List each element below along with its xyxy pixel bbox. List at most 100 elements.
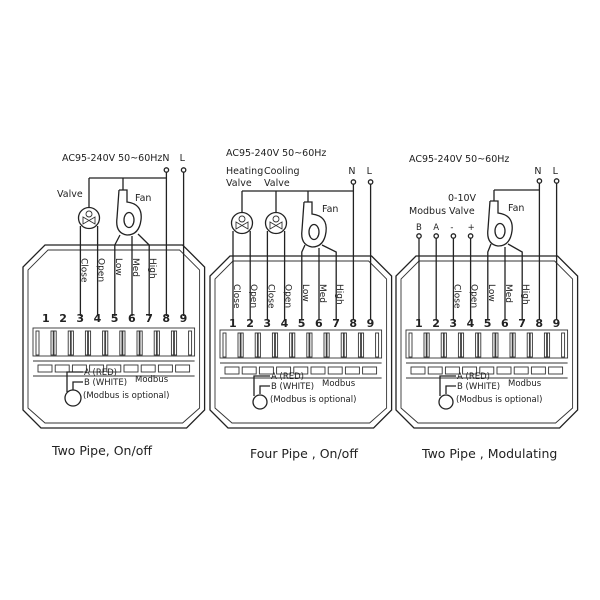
terminal-number: 7 (145, 312, 153, 325)
terminal-post (342, 332, 347, 358)
neutral-label: N (534, 166, 541, 177)
terminal-4: 4 (87, 312, 107, 373)
heating-valve-label: Heating (226, 166, 263, 177)
terminal-post (67, 330, 72, 356)
terminal-number: 5 (298, 317, 306, 330)
terminal-number: 1 (415, 317, 423, 330)
terminal-number: 4 (467, 317, 475, 330)
terminal-number: 4 (94, 312, 102, 325)
signal-terminal (433, 233, 440, 239)
terminal-1: 1 (35, 312, 55, 373)
terminal-label-med: Med (130, 258, 140, 277)
terminal-slot (157, 364, 173, 373)
terminal-label-open: Open (283, 284, 293, 308)
fan-label: Fan (135, 193, 151, 204)
modbus-title: Modbus (135, 375, 169, 385)
live-label: L (553, 166, 559, 177)
terminal-number: 3 (263, 317, 271, 330)
modbus-b-label: B (WHITE) (84, 378, 127, 388)
valve-signal-label: 0-10V (448, 193, 477, 204)
terminal-post (153, 330, 158, 356)
terminal-post (274, 332, 279, 358)
terminal-post (509, 332, 514, 358)
terminal-label-low: Low (486, 284, 496, 302)
terminal-label-open: Open (248, 284, 258, 308)
terminal-6: 6 (121, 312, 141, 373)
terminal-slot (258, 366, 274, 375)
fan-icon (116, 178, 142, 236)
terminal-slot (513, 366, 529, 375)
live-label: L (180, 153, 186, 164)
fan-hub (123, 211, 135, 229)
fan-hub (308, 223, 320, 241)
terminal-number: 3 (449, 317, 457, 330)
terminal-slot (327, 366, 343, 375)
modbus-b-label: B (WHITE) (457, 382, 500, 392)
terminal-post (360, 332, 365, 358)
signal-terminal (416, 233, 422, 239)
terminal-post (425, 332, 430, 358)
valve-actuator (85, 210, 93, 218)
terminal-number: 8 (349, 317, 357, 330)
wire-high (137, 233, 150, 316)
terminal-number: 6 (128, 312, 136, 325)
modbus-wire-b (72, 381, 83, 390)
fan-volute (487, 200, 513, 247)
terminal-post (119, 330, 124, 356)
modbus-note: (Modbus is optional) (270, 395, 356, 405)
terminal-post (546, 332, 551, 358)
terminal-number: 3 (76, 312, 84, 325)
live-terminal (367, 179, 374, 185)
fan-label: Fan (322, 204, 338, 215)
terminal-label-low: Low (113, 258, 123, 276)
wire-high (321, 244, 337, 320)
thermostat-housing (395, 255, 579, 429)
terminal-post (239, 332, 244, 358)
terminal-post (69, 330, 74, 356)
fan-volute (301, 201, 327, 248)
terminal-1: 1 (408, 317, 428, 375)
terminal-number: 5 (484, 317, 492, 330)
modbus-wire-a (439, 375, 456, 396)
terminal-post (289, 332, 294, 358)
terminal-post (222, 332, 227, 358)
terminal-slot (362, 366, 378, 375)
neutral-terminal (536, 178, 543, 184)
terminal-post (291, 332, 296, 358)
terminal-slot (310, 366, 326, 375)
caption: Four Pipe , On/off (250, 446, 358, 461)
terminal-slot (479, 366, 495, 375)
terminal-post (271, 332, 276, 358)
valve-body (77, 206, 101, 230)
terminal-3: 3 (442, 317, 462, 375)
terminal-post (35, 330, 40, 356)
valve-body (230, 211, 254, 235)
terminal-slot (293, 366, 309, 375)
terminal-5: 5 (104, 312, 124, 373)
terminal-8: 8 (342, 317, 362, 375)
live-label: L (367, 166, 373, 177)
modbus-b-label: B (WHITE) (271, 382, 314, 392)
terminal-slot (427, 366, 443, 375)
housing-inner-edge (27, 249, 201, 424)
terminal-label-open: Open (469, 284, 479, 308)
signal-label: - (450, 223, 453, 233)
terminal-label-high: High (520, 284, 530, 305)
fan-hub (494, 222, 506, 240)
modbus-port: A (RED)B (WHITE)Modbus(Modbus is optiona… (438, 372, 542, 410)
terminal-post (492, 332, 497, 358)
terminal-post (477, 332, 482, 358)
terminal-post (121, 330, 126, 356)
terminal-block (219, 329, 383, 359)
neutral-label: N (348, 166, 355, 177)
terminal-number: 7 (518, 317, 526, 330)
terminal-5: 5 (291, 317, 311, 375)
terminal-number: 9 (180, 312, 188, 325)
wire-low (301, 244, 306, 320)
terminal-post (340, 332, 345, 358)
terminal-label-low: Low (300, 284, 310, 302)
terminal-number: 1 (42, 312, 50, 325)
terminal-slot (410, 366, 426, 375)
terminal-post (136, 330, 141, 356)
